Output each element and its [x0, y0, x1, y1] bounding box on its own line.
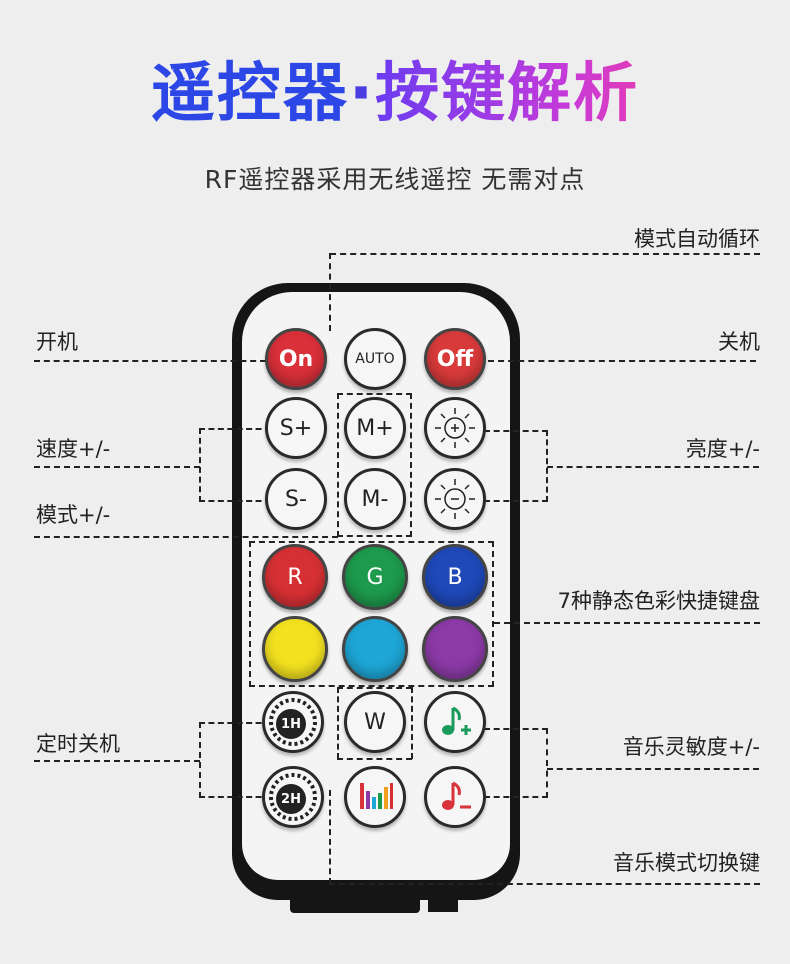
blue-button-label: B: [447, 564, 463, 590]
brightness-down-button[interactable]: [424, 468, 486, 530]
auto-button-label: AUTO: [355, 351, 395, 367]
static-colors-box: [249, 541, 494, 687]
mode-line: [34, 536, 338, 538]
timer-1h-icon: [269, 698, 317, 746]
label-brightness: 亮度+/-: [685, 437, 760, 461]
title-part1: 遥控器: [150, 57, 349, 131]
power-on-line: [34, 360, 266, 362]
music-note-plus-icon: [442, 706, 471, 735]
music-mode-line: [329, 883, 760, 885]
auto-button[interactable]: AUTO: [344, 328, 406, 390]
label-speed: 速度+/-: [36, 437, 111, 461]
green-button-label: G: [366, 564, 384, 590]
music-note-minus-icon: [442, 781, 471, 810]
speed-down-button[interactable]: S-: [265, 468, 327, 530]
subtitle: RF遥控器采用无线遥控 无需对点: [204, 165, 586, 194]
label-power-on: 开机: [36, 330, 78, 354]
timer-line: [34, 760, 200, 762]
label-static-colors: 7种静态色彩快捷键盘: [557, 589, 760, 613]
title-dot: ·: [348, 57, 376, 131]
timer-2h-label: 2H: [281, 791, 301, 807]
green-button[interactable]: G: [342, 544, 408, 610]
static-colors-line: [494, 622, 760, 624]
label-timer-off: 定时关机: [36, 732, 120, 756]
purple-button[interactable]: [422, 616, 488, 682]
music-sensitivity-line: [547, 768, 759, 770]
sun-plus-icon: [435, 408, 475, 448]
brightness-up-button[interactable]: [424, 397, 486, 459]
music-mode-vline: [329, 790, 331, 884]
timer-2h-button[interactable]: 2H: [262, 766, 324, 828]
label-mode: 模式+/-: [36, 503, 111, 527]
on-button-label: On: [278, 346, 314, 372]
white-button[interactable]: W: [344, 691, 406, 753]
mode-up-button[interactable]: M+: [344, 397, 406, 459]
on-button[interactable]: On: [265, 328, 327, 390]
remote-battery-tab-small: [428, 898, 458, 912]
blue-button[interactable]: B: [422, 544, 488, 610]
timer-bracket: [199, 722, 271, 798]
speed-down-label: S-: [285, 486, 307, 512]
timer-1h-label: 1H: [281, 716, 301, 732]
white-button-label: W: [364, 709, 386, 735]
auto-cycle-vline: [329, 253, 331, 331]
speed-up-label: S+: [279, 415, 313, 441]
red-button-label: R: [287, 564, 303, 590]
white-box-top: [337, 687, 412, 689]
power-off-line: [488, 360, 756, 362]
speed-up-button[interactable]: S+: [265, 397, 327, 459]
white-box-right: [411, 687, 413, 759]
title-part2: 按键解析: [375, 57, 640, 131]
yellow-button[interactable]: [262, 616, 328, 682]
white-box-bottom: [337, 758, 412, 760]
auto-cycle-line: [330, 253, 760, 255]
music-sensitivity-bracket: [484, 728, 548, 798]
label-music-sensitivity: 音乐灵敏度+/-: [622, 735, 760, 759]
speed-bracket: [199, 428, 271, 502]
brightness-bracket: [484, 430, 548, 502]
white-box-left: [337, 687, 339, 759]
label-power-off: 关机: [718, 330, 760, 354]
music-mode-button[interactable]: [344, 766, 406, 828]
label-auto-cycle: 模式自动循环: [634, 227, 760, 251]
equalizer-icon: [360, 783, 393, 809]
off-button[interactable]: Off: [424, 328, 486, 390]
sun-minus-icon: [435, 479, 475, 519]
mode-box: [337, 393, 412, 537]
remote-battery-tab: [290, 893, 420, 913]
off-button-label: Off: [436, 346, 474, 372]
mode-down-label: M-: [361, 486, 389, 512]
timer-1h-button[interactable]: 1H: [262, 691, 324, 753]
red-button[interactable]: R: [262, 544, 328, 610]
label-music-mode: 音乐模式切换键: [613, 851, 760, 875]
mode-down-button[interactable]: M-: [344, 468, 406, 530]
music-sensitivity-up-button[interactable]: [424, 691, 486, 753]
music-sensitivity-down-button[interactable]: [424, 766, 486, 828]
speed-line: [34, 466, 200, 468]
brightness-line: [547, 466, 759, 468]
timer-2h-icon: [269, 773, 317, 821]
mode-up-label: M+: [356, 415, 394, 441]
page-title: 遥控器·按键解析: [0, 52, 790, 136]
cyan-button[interactable]: [342, 616, 408, 682]
